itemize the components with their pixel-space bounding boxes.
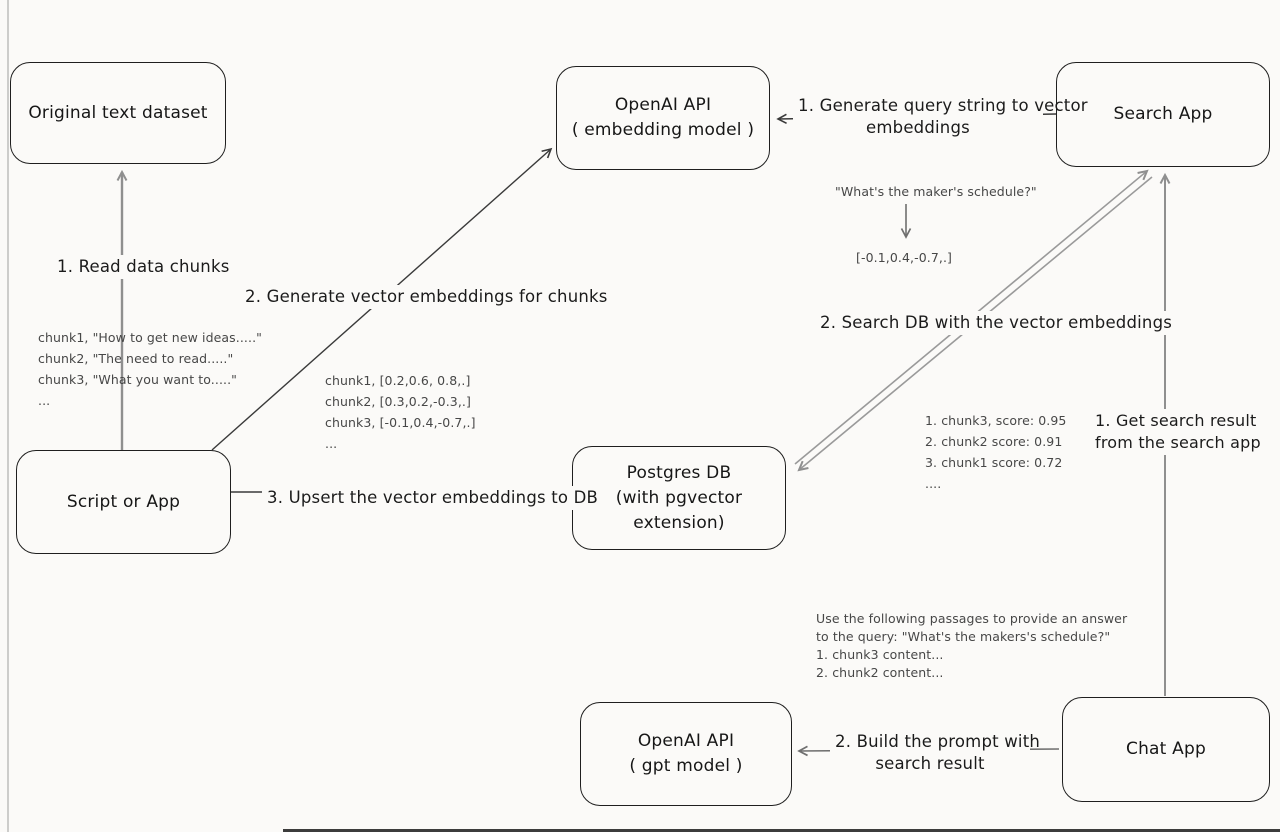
chunk-vectors-line1: chunk1, [0.2,0.6, 0.8,.] — [325, 373, 471, 388]
get-search-result-label-line2: from the search app — [1095, 433, 1261, 452]
get-search-result-label: 1. Get search result from the search app — [1090, 409, 1266, 455]
prompt-line2: to the query: "What's the makers's sched… — [816, 629, 1111, 644]
build-prompt-label-line1: 2. Build the prompt with — [835, 732, 1041, 751]
search-scores-ellipsis: .... — [925, 476, 942, 491]
search-db-label: 2. Search DB with the vector embeddings — [815, 311, 1178, 335]
search-scores-line2: 2. chunk2 score: 0.91 — [925, 434, 1063, 449]
node-postgres-db[interactable]: Postgres DB (with pgvector extension) — [572, 446, 786, 550]
node-openai-api-embedding[interactable]: OpenAI API ( embedding model ) — [556, 66, 770, 170]
node-postgres-db-line2: (with pgvector extension) — [615, 487, 743, 533]
node-search-app[interactable]: Search App — [1056, 62, 1270, 167]
search-scores-annotation: 1. chunk3, score: 0.95 2. chunk2 score: … — [925, 410, 1066, 494]
canvas-bottom-edge — [283, 829, 1280, 832]
query-vector-annotation: [-0.1,0.4,-0.7,.] — [856, 250, 953, 265]
generate-embeddings-label: 2. Generate vector embeddings for chunks — [240, 285, 613, 309]
node-openai-api-gpt-line2: ( gpt model ) — [629, 756, 743, 776]
node-postgres-db-line1: Postgres DB — [626, 462, 732, 483]
query-to-vector-label-line1: 1. Generate query string to vector — [798, 96, 1088, 115]
chunk-texts-ellipsis: ... — [38, 393, 51, 408]
node-openai-api-embedding-line2: ( embedding model ) — [571, 120, 755, 140]
upsert-label: 3. Upsert the vector embeddings to DB — [262, 486, 604, 510]
read-chunks-label: 1. Read data chunks — [52, 255, 235, 279]
get-search-result-label-line1: 1. Get search result — [1095, 411, 1257, 430]
node-chat-app-label: Chat App — [1126, 739, 1206, 759]
node-original-text-dataset-label: Original text dataset — [28, 102, 208, 123]
node-openai-api-gpt[interactable]: OpenAI API ( gpt model ) — [580, 702, 792, 806]
prompt-line1: Use the following passages to provide an… — [816, 611, 1128, 626]
node-script-or-app[interactable]: Script or App — [16, 450, 231, 554]
query-string-annotation: "What's the maker's schedule?" — [835, 184, 1037, 199]
query-to-vector-label-line2: embeddings — [866, 118, 970, 137]
chunk-vectors-line2: chunk2, [0.3,0.2,-0.3,.] — [325, 394, 471, 409]
chunk-vectors-ellipsis: ... — [325, 436, 338, 451]
node-openai-api-gpt-line1: OpenAI API — [637, 731, 735, 751]
node-chat-app[interactable]: Chat App — [1062, 697, 1270, 802]
prompt-annotation: Use the following passages to provide an… — [816, 610, 1127, 682]
query-to-vector-label: 1. Generate query string to vector embed… — [793, 94, 1088, 140]
chunk-texts-line1: chunk1, "How to get new ideas....." — [38, 330, 262, 345]
prompt-line3: 1. chunk3 content... — [816, 647, 944, 662]
chunk-texts-line2: chunk2, "The need to read....." — [38, 351, 234, 366]
prompt-line4: 2. chunk2 content... — [816, 665, 944, 680]
node-original-text-dataset[interactable]: Original text dataset — [10, 62, 226, 164]
build-prompt-label: 2. Build the prompt with search result — [830, 730, 1041, 776]
node-openai-api-embedding-line1: OpenAI API — [614, 95, 712, 115]
search-scores-line3: 3. chunk1 score: 0.72 — [925, 455, 1063, 470]
canvas-left-edge — [7, 0, 9, 832]
search-scores-line1: 1. chunk3, score: 0.95 — [925, 413, 1067, 428]
node-script-or-app-label: Script or App — [66, 491, 181, 512]
chunk-vectors-line3: chunk3, [-0.1,0.4,-0.7,.] — [325, 415, 476, 430]
chunk-vectors-annotation: chunk1, [0.2,0.6, 0.8,.] chunk2, [0.3,0.… — [322, 370, 479, 454]
node-search-app-label: Search App — [1113, 104, 1213, 124]
chunk-texts-annotation: chunk1, "How to get new ideas....." chun… — [38, 327, 262, 411]
build-prompt-label-line2: search result — [875, 754, 985, 773]
chunk-texts-line3: chunk3, "What you want to....." — [38, 372, 238, 387]
